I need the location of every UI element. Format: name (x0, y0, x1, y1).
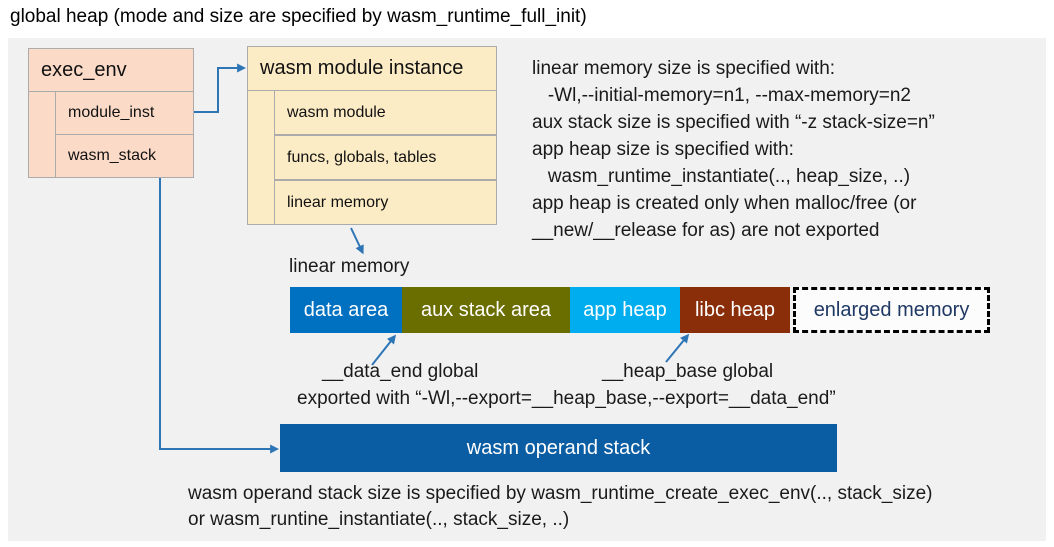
segment-libc-heap: libc heap (680, 287, 790, 333)
note-line: or wasm_runtine_instantiate(.., stack_si… (188, 509, 570, 530)
linear-memory-label: linear memory (289, 256, 410, 277)
segment-label: libc heap (694, 298, 776, 321)
operand-stack-notes: wasm operand stack size is specified by … (188, 481, 933, 533)
note-line: wasm operand stack size is specified by … (188, 483, 933, 504)
heap-base-global-label: __heap_base global (602, 361, 774, 382)
note-line: -Wl,--initial-memory=n1, --max-memory=n2 (532, 85, 911, 106)
linear-memory-bar: data area aux stack area app heap libc h… (290, 287, 790, 333)
note-line: __new/__release for as) are not exported (532, 220, 880, 241)
data-end-global-label: __data_end global (322, 361, 479, 382)
note-line: wasm_runtime_instantiate(.., heap_size, … (532, 166, 911, 187)
module-instance-row-linear-memory: linear memory (274, 180, 497, 225)
segment-data-area: data area (290, 287, 402, 333)
wasm-operand-stack-bar: wasm operand stack (280, 424, 837, 472)
enlarged-memory-box: enlarged memory (793, 287, 990, 333)
segment-label: app heap (583, 298, 667, 321)
segment-aux-stack-area: aux stack area (402, 287, 570, 333)
exec-env-header: exec_env (29, 49, 193, 92)
enlarged-memory-label: enlarged memory (813, 298, 970, 321)
note-line: app heap is created only when malloc/fre… (532, 193, 917, 214)
note-line: app heap size is specified with: (532, 139, 794, 160)
module-instance-header: wasm module instance (248, 47, 496, 91)
page-title: global heap (mode and size are specified… (10, 6, 587, 27)
exec-env-row-module-inst: module_inst (55, 91, 194, 135)
linear-memory-notes: linear memory size is specified with: -W… (532, 55, 935, 244)
wasm-operand-stack-label: wasm operand stack (466, 436, 651, 459)
note-line: linear memory size is specified with: (532, 58, 836, 79)
exported-with-label: exported with “-Wl,--export=__heap_base,… (297, 388, 836, 409)
note-line: aux stack size is specified with “-z sta… (532, 112, 935, 133)
module-instance-row-wasm-module: wasm module (274, 90, 497, 135)
segment-label: aux stack area (420, 298, 552, 321)
segment-label: data area (303, 298, 389, 321)
exec-env-row-wasm-stack: wasm_stack (55, 134, 194, 178)
module-instance-row-funcs-globals-tables: funcs, globals, tables (274, 135, 497, 180)
segment-app-heap: app heap (570, 287, 680, 333)
